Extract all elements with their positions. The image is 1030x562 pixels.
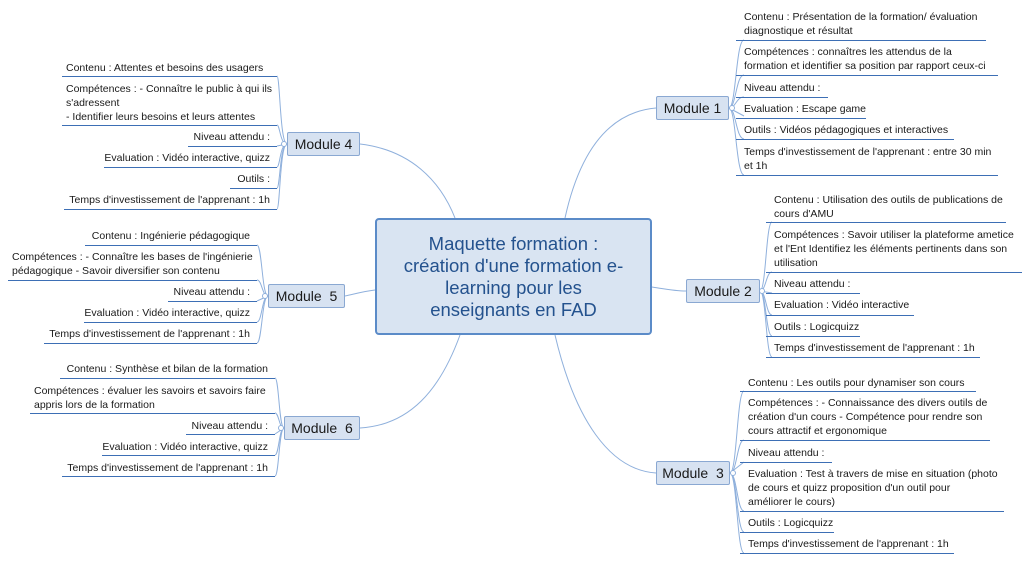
module-6-item-competences[interactable]: Compétences : évaluer les savoirs et sav…: [34, 385, 266, 411]
module-1-item-temps[interactable]: Temps d'investissement de l'apprenant : …: [744, 146, 992, 172]
module-4-item-contenu[interactable]: Contenu : Attentes et besoins des usager…: [66, 62, 264, 74]
module-3-item-evaluation[interactable]: Evaluation : Test à travers de mise en s…: [748, 468, 998, 508]
underline: [736, 75, 998, 76]
underline: [168, 301, 257, 302]
underline: [740, 532, 834, 533]
underline: [60, 378, 275, 379]
module-3-item-temps[interactable]: Temps d'investissement de l'apprenant : …: [748, 538, 949, 550]
underline: [84, 322, 257, 323]
module-1-item-contenu[interactable]: Contenu : Présentation de la formation/ …: [744, 11, 978, 37]
module-3-item-competences[interactable]: Compétences : - Connaissance des divers …: [748, 397, 988, 437]
module-3-item-niveau[interactable]: Niveau attendu :: [748, 447, 825, 459]
underline: [30, 413, 275, 414]
underline: [740, 462, 832, 463]
module-2-item-temps[interactable]: Temps d'investissement de l'apprenant : …: [774, 342, 975, 354]
underline: [766, 315, 914, 316]
module-1-item-evaluation[interactable]: Evaluation : Escape game: [744, 103, 866, 115]
module-3-item-contenu[interactable]: Contenu : Les outils pour dynamiser son …: [748, 377, 965, 389]
module-4-topic[interactable]: Module 4: [287, 132, 360, 156]
module-1-item-niveau[interactable]: Niveau attendu :: [744, 82, 821, 94]
module-2-item-evaluation[interactable]: Evaluation : Vidéo interactive: [774, 299, 910, 311]
underline: [104, 167, 277, 168]
underline: [740, 440, 990, 441]
underline: [766, 222, 1006, 223]
module-6-item-contenu[interactable]: Contenu : Synthèse et bilan de la format…: [66, 363, 268, 375]
module-2-topic[interactable]: Module 2: [686, 279, 760, 303]
link-central-module3: [554, 334, 657, 474]
module-3-topic[interactable]: Module 3: [656, 461, 730, 485]
module-6-item-niveau[interactable]: Niveau attendu :: [191, 420, 268, 432]
underline: [230, 188, 277, 189]
module-2-item-contenu[interactable]: Contenu : Utilisation des outils de publ…: [774, 194, 1003, 220]
underline: [740, 511, 1004, 512]
central-topic-line: création d'une formation e-: [403, 254, 624, 276]
underline: [736, 40, 986, 41]
module-6-topic[interactable]: Module 6: [284, 416, 360, 440]
underline: [736, 139, 954, 140]
underline: [740, 391, 976, 392]
underline: [766, 357, 980, 358]
module-5-item-evaluation[interactable]: Evaluation : Vidéo interactive, quizz: [84, 307, 250, 319]
module-5-item-competences[interactable]: Compétences : - Connaître les bases de l…: [12, 251, 253, 277]
underline: [62, 476, 275, 477]
module-1-item-competences[interactable]: Compétences : connaîtres les attendus de…: [744, 46, 986, 72]
module-6-item-evaluation[interactable]: Evaluation : Vidéo interactive, quizz: [102, 441, 268, 453]
underline: [62, 125, 277, 126]
underline: [186, 434, 275, 435]
underline: [766, 336, 860, 337]
module-4-item-competences[interactable]: Compétences : - Connaître le public à qu…: [66, 83, 273, 123]
underline: [102, 455, 275, 456]
underline: [8, 280, 257, 281]
central-topic[interactable]: Maquette formation : création d'une form…: [375, 218, 652, 335]
module-2-item-niveau[interactable]: Niveau attendu :: [774, 278, 851, 290]
central-topic-line: Maquette formation :: [428, 232, 599, 254]
underline: [188, 146, 277, 147]
underline: [736, 97, 828, 98]
central-topic-line: enseignants en FAD: [430, 298, 597, 320]
module-4-item-evaluation[interactable]: Evaluation : Vidéo interactive, quizz: [104, 152, 270, 164]
module-6-item-temps[interactable]: Temps d'investissement de l'apprenant : …: [67, 462, 268, 474]
module-5-item-temps[interactable]: Temps d'investissement de l'apprenant : …: [49, 328, 250, 340]
module-2-item-competences[interactable]: Compétences : Savoir utiliser la platefo…: [774, 229, 1014, 269]
underline: [62, 76, 277, 77]
underline: [736, 118, 866, 119]
underline: [766, 293, 860, 294]
underline: [740, 553, 954, 554]
underline: [64, 209, 277, 210]
underline: [736, 175, 998, 176]
link-central-module5: [344, 289, 376, 297]
module-4-item-niveau[interactable]: Niveau attendu :: [193, 131, 270, 143]
module-4-item-temps[interactable]: Temps d'investissement de l'apprenant : …: [69, 194, 270, 206]
central-topic-line: learning pour les: [445, 276, 582, 298]
module-4-item-outils[interactable]: Outils :: [237, 173, 270, 185]
module-2-item-outils[interactable]: Outils : Logicquizz: [774, 321, 860, 333]
link-central-module1: [564, 107, 657, 219]
link-central-module6: [359, 334, 461, 429]
module-5-item-niveau[interactable]: Niveau attendu :: [173, 286, 250, 298]
link-central-module2: [651, 286, 687, 292]
module-5-item-contenu[interactable]: Contenu : Ingénierie pédagogique: [91, 230, 250, 242]
underline: [44, 343, 257, 344]
link-central-module4: [359, 143, 456, 219]
module-1-item-outils[interactable]: Outils : Vidéos pédagogiques et interact…: [744, 124, 949, 136]
module-5-topic[interactable]: Module 5: [268, 284, 345, 308]
module-1-topic[interactable]: Module 1: [656, 96, 729, 120]
module-3-item-outils[interactable]: Outils : Logicquizz: [748, 517, 834, 529]
underline: [766, 272, 1022, 273]
underline: [85, 245, 257, 246]
